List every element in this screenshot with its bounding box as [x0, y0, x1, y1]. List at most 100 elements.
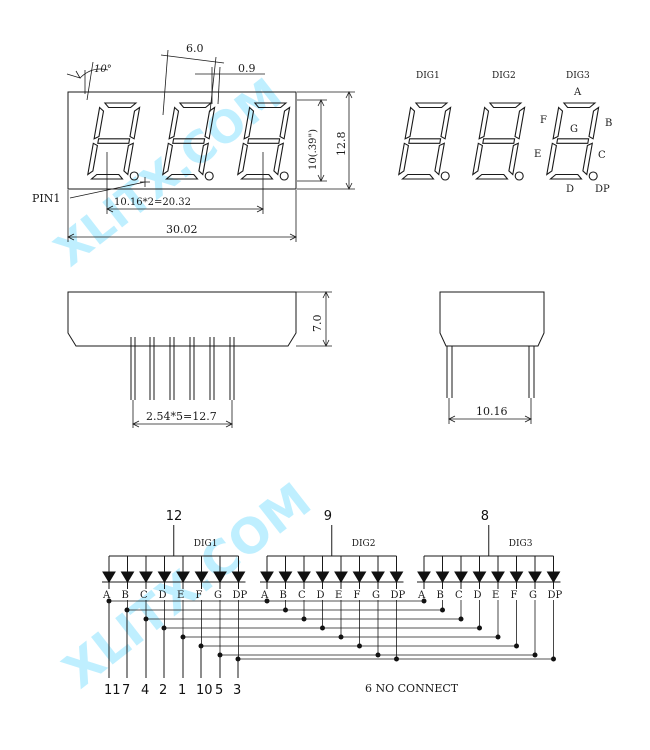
digit-pitch-dimension: 10.16*2=20.32 — [106, 152, 264, 214]
side-view: 7.0 2.54*5=12.7 — [67, 291, 332, 428]
segment-c — [273, 142, 285, 176]
segment-d — [165, 173, 199, 180]
led-diode-f: F — [352, 556, 367, 649]
segment-g — [408, 138, 442, 144]
width-dimension: 30.02 — [67, 190, 297, 242]
segment-a — [488, 102, 523, 109]
segment-bus-dp: 3 — [233, 656, 554, 698]
dig3-label: DIG3 — [566, 71, 590, 81]
segment-b-label: B — [605, 118, 612, 129]
led-diode-a: A — [260, 556, 274, 604]
segment-label-f: F — [196, 590, 203, 601]
segment-f — [168, 106, 180, 140]
segment-c — [508, 142, 520, 176]
segment-b — [129, 106, 141, 140]
led-diode-d: D — [157, 556, 172, 628]
segment-label-b: B — [122, 590, 129, 601]
segment-g — [247, 138, 281, 144]
segment-label-f: F — [511, 590, 518, 601]
common-pin-12: 12 — [166, 509, 183, 524]
decimal-point — [204, 171, 214, 181]
segment-b — [588, 106, 600, 140]
segment-bus-f: 10 — [196, 643, 517, 698]
label-digit-2 — [472, 102, 526, 181]
segment-f — [404, 106, 416, 140]
segment-bus-g: 5 — [215, 652, 535, 698]
segment-e — [546, 142, 558, 176]
segment-d — [475, 173, 509, 180]
width-label: 30.02 — [166, 223, 198, 236]
watermark-top: XLITX.COM — [45, 69, 291, 277]
led-diode-g: G — [371, 556, 385, 658]
pin1-marker: PIN1 — [32, 177, 150, 205]
segment-f-label: F — [540, 115, 547, 126]
segment-label-dp: DP — [548, 590, 563, 601]
side-body-outline — [67, 291, 297, 347]
segment-c — [434, 142, 446, 176]
segment-b — [279, 106, 291, 140]
segment-g — [97, 138, 131, 144]
led-diode-a: A — [102, 556, 116, 601]
decimal-point — [129, 171, 139, 181]
segment-bus-c: 4 — [141, 616, 461, 698]
decimal-point — [440, 171, 450, 181]
segment-label-g: G — [529, 590, 537, 601]
segment-label-dp: DP — [391, 590, 406, 601]
segment-d — [90, 173, 124, 180]
segment-pin-10: 10 — [196, 683, 213, 698]
segment-label-a: A — [102, 590, 111, 601]
segment-d — [549, 173, 583, 180]
segment-e — [398, 142, 410, 176]
angle-dimension: 10° — [66, 61, 112, 101]
segment-pin-4: 4 — [141, 683, 149, 698]
segment-label-e: E — [492, 590, 499, 601]
common-pin-8: 8 — [481, 509, 489, 524]
digit-name-label: DIG2 — [352, 539, 376, 549]
front-digit-2 — [162, 102, 216, 181]
led-diode-e: E — [334, 556, 348, 640]
segment-f — [93, 106, 105, 140]
segment-label-c: C — [455, 590, 463, 601]
segment-c-label: C — [598, 150, 606, 161]
segment-f — [552, 106, 564, 140]
pin1-label: PIN1 — [32, 192, 60, 205]
segment-a — [414, 102, 449, 109]
side-pin-1 — [130, 337, 136, 400]
decimal-point — [514, 171, 524, 181]
led-diode-a: A — [417, 556, 431, 604]
led-diode-f: F — [509, 556, 524, 649]
segment-g — [556, 138, 590, 144]
segment-e — [87, 142, 99, 176]
pin-pitch-label: 2.54*5=12.7 — [146, 410, 217, 423]
segment-a — [562, 102, 597, 109]
segment-e — [237, 142, 249, 176]
digit-name-label: DIG1 — [194, 539, 218, 549]
segment-label-e: E — [335, 590, 342, 601]
digit-width-dimension: 6.0 — [160, 42, 225, 116]
segment-bus-e: 1 — [178, 634, 498, 698]
segment-label-c: C — [140, 590, 148, 601]
segment-label-d: D — [474, 590, 482, 601]
stroke-width-label: 0.9 — [238, 62, 256, 75]
side-pins — [130, 337, 235, 400]
led-diode-g: G — [528, 556, 542, 658]
segment-label-e: E — [177, 590, 184, 601]
digit-height-dimension: 10(.39") — [297, 99, 327, 182]
label-digit-3 — [546, 102, 600, 181]
segment-label-b: B — [437, 590, 444, 601]
segment-b — [440, 106, 452, 140]
no-connect-note: 6 NO CONNECT — [365, 682, 459, 695]
side-height-label: 7.0 — [311, 315, 324, 333]
angle-label: 10° — [94, 64, 112, 75]
end-depth-label: 10.16 — [476, 405, 508, 418]
segment-label-d: D — [317, 590, 325, 601]
segment-label-d: D — [159, 590, 167, 601]
segment-a-label: A — [573, 87, 582, 98]
segment-pin-11: 11 — [104, 683, 121, 698]
segment-c — [123, 142, 135, 176]
front-view: 10° 6.0 0.9 10(.39") — [32, 42, 355, 242]
segment-d — [240, 173, 274, 180]
segment-c — [198, 142, 210, 176]
